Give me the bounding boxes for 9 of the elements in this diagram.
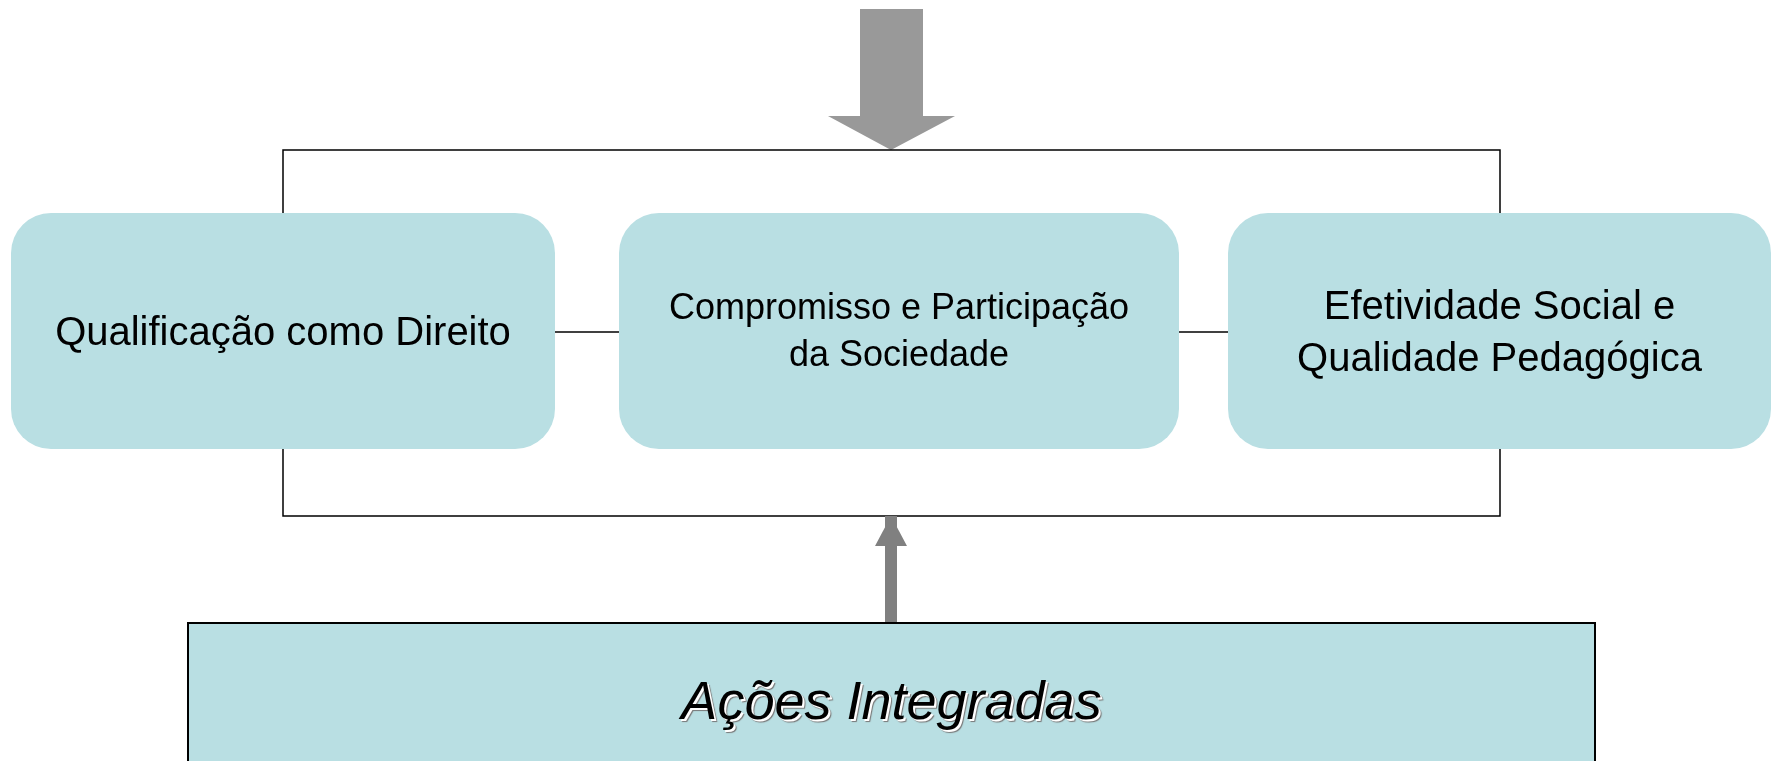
process-box: Ações Integradas bbox=[187, 622, 1596, 761]
process-box: Efetividade Social e Qualidade Pedagógica bbox=[1228, 213, 1771, 449]
process-box: Compromisso e Participação da Sociedade bbox=[619, 213, 1179, 449]
connector-line bbox=[1178, 331, 1229, 333]
process-box: Qualificação como Direito bbox=[11, 213, 555, 449]
connector-line bbox=[282, 448, 1501, 517]
connector-line bbox=[282, 149, 1501, 214]
arrow bbox=[875, 516, 907, 622]
connector-line bbox=[554, 331, 620, 333]
